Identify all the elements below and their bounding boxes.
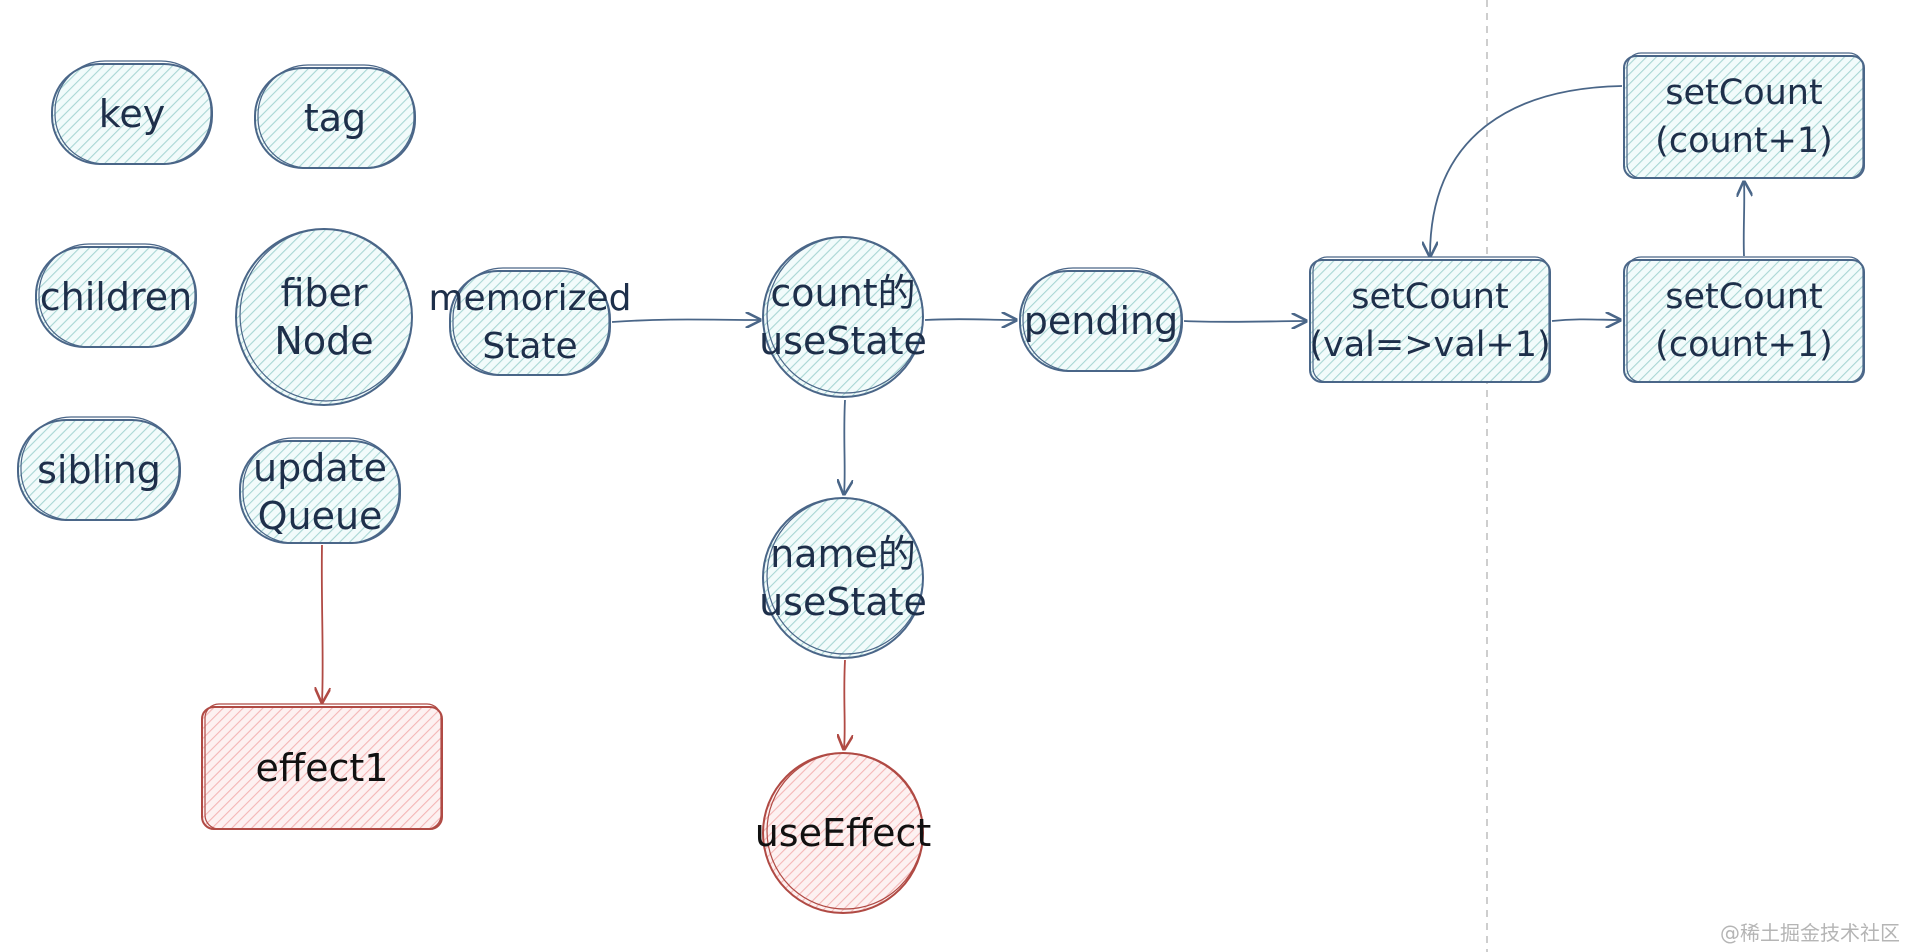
node-name-use-state xyxy=(762,497,924,659)
arrow-setcount-to-setcount2 xyxy=(1551,319,1620,321)
arrow-count-to-pending xyxy=(924,319,1016,320)
arrow-count-to-name xyxy=(844,399,845,494)
node-set-count-2 xyxy=(1623,256,1865,383)
arrow-setcount2-to-top xyxy=(1744,182,1745,257)
node-memorized-state xyxy=(449,267,611,376)
arrow-memorized-to-count xyxy=(611,320,760,323)
node-update-queue xyxy=(239,437,401,544)
node-key xyxy=(51,60,213,165)
node-use-effect xyxy=(762,752,924,914)
arrow-updatequeue-to-effect1 xyxy=(322,544,323,702)
node-pending xyxy=(1019,267,1183,372)
node-tag xyxy=(254,64,416,169)
node-fiber-node xyxy=(235,228,413,406)
node-count-use-state xyxy=(762,236,924,398)
arrow-pending-to-setcount xyxy=(1183,321,1306,322)
node-children xyxy=(35,243,197,348)
node-set-count-fn xyxy=(1309,256,1551,383)
watermark: @稀土掘金技术社区 xyxy=(1720,921,1900,945)
arrow-name-to-useeffect xyxy=(844,659,845,749)
node-effect1 xyxy=(201,703,443,830)
arrow-top-to-setcount xyxy=(1430,85,1623,256)
node-sibling xyxy=(17,416,181,521)
node-set-count-top xyxy=(1623,52,1865,179)
